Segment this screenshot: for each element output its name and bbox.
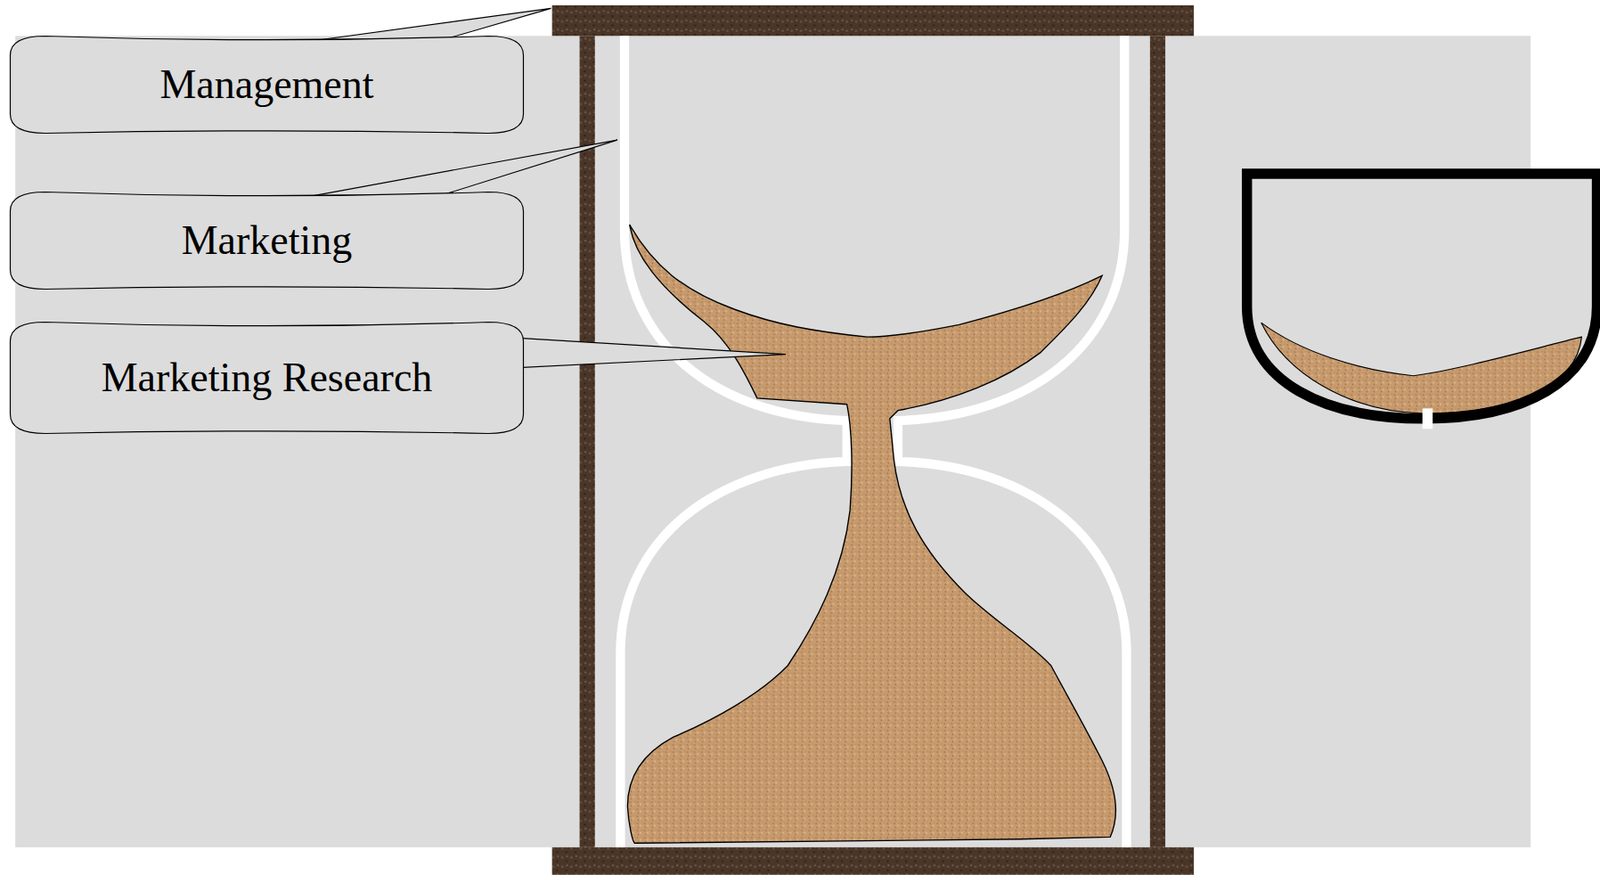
bowl-interior bbox=[1247, 173, 1598, 419]
bowl bbox=[1247, 173, 1598, 419]
callout-bubble: Marketing Research bbox=[9, 321, 524, 434]
callout-bubble: Management bbox=[9, 35, 524, 134]
callout-bubble: Marketing bbox=[9, 191, 524, 290]
callout-tail bbox=[518, 337, 786, 368]
callout-outline-path bbox=[10, 36, 524, 134]
frame-post bbox=[1150, 35, 1166, 848]
frame-post bbox=[579, 35, 596, 848]
callout-label: Marketing Research bbox=[101, 355, 433, 401]
callout-tail bbox=[310, 8, 551, 41]
callout-outline-path bbox=[10, 192, 524, 290]
frame-top bbox=[552, 5, 1194, 36]
callout-outline-path bbox=[10, 322, 524, 434]
callout-label: Management bbox=[159, 62, 374, 108]
callout-label: Marketing bbox=[181, 218, 353, 264]
callout-tail bbox=[310, 139, 618, 196]
sand bbox=[627, 224, 1116, 843]
background-panel bbox=[15, 35, 1531, 848]
bowl-hole bbox=[1422, 408, 1433, 429]
frame-bottom bbox=[552, 847, 1194, 875]
